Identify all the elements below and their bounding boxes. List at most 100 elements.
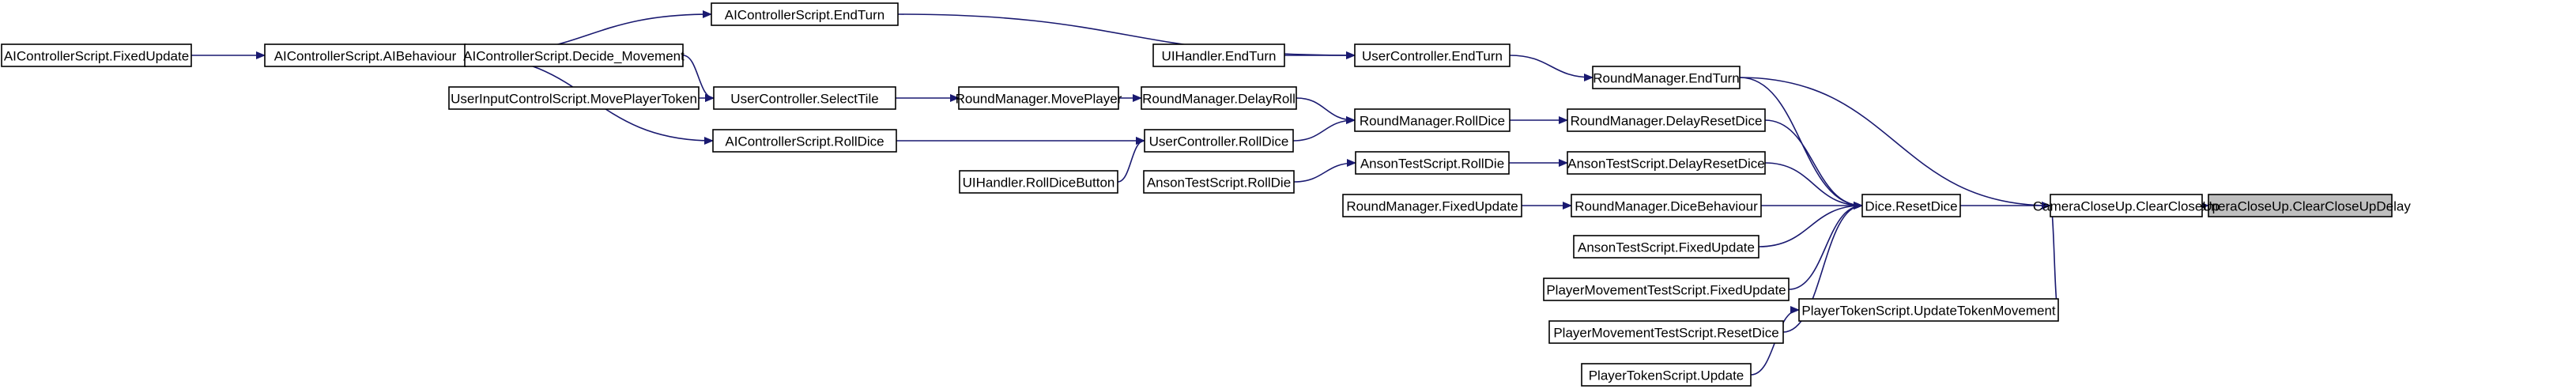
- node-box: [2050, 194, 2203, 217]
- graph-node[interactable]: RoundManager.DelayRoll: [1141, 86, 1297, 110]
- node-label: UserController.SelectTile: [730, 92, 878, 107]
- graph-node[interactable]: AIControllerScript.FixedUpdate: [1, 43, 192, 67]
- edge-n10-to-n3: [1788, 202, 1863, 290]
- graph-node-root[interactable]: CameraCloseUp.ClearCloseUpDelay: [2189, 194, 2411, 217]
- node-box: [959, 170, 1118, 194]
- edge-n4-to-n2: [2050, 202, 2060, 311]
- node-box: [1581, 363, 1752, 387]
- graph-node[interactable]: PlayerTokenScript.UpdateTokenMovement: [1798, 298, 2059, 322]
- edge-n11-to-n3: [1782, 202, 1863, 333]
- node-box: [1354, 43, 1511, 67]
- node-box: [713, 86, 896, 110]
- graph-node[interactable]: RoundManager.DelayResetDice: [1567, 108, 1766, 132]
- graph-node[interactable]: AIControllerScript.EndTurn: [711, 2, 899, 26]
- graph-node[interactable]: AnsonTestScript.FixedUpdate: [1573, 235, 1759, 259]
- graph-node[interactable]: UserInputControlScript.MovePlayerToken: [448, 86, 700, 110]
- node-box: [1143, 170, 1295, 194]
- node-box: [1144, 129, 1294, 153]
- graph-node[interactable]: AIControllerScript.RollDice: [712, 129, 897, 153]
- edge-n13-to-n5: [1509, 55, 1593, 81]
- nodes-layer: CameraCloseUp.ClearCloseUpDelayCameraClo…: [1, 2, 2411, 387]
- node-label: AIControllerScript.FixedUpdate: [4, 49, 189, 64]
- node-label: UserController.RollDice: [1149, 134, 1289, 149]
- graph-node[interactable]: UserController.SelectTile: [713, 86, 896, 110]
- graph-node[interactable]: PlayerMovementTestScript.FixedUpdate: [1543, 278, 1790, 301]
- graph-node[interactable]: CameraCloseUp.ClearCloseUp: [2033, 194, 2220, 217]
- edge-n6-to-n3: [1764, 119, 1863, 210]
- edges-layer: [191, 10, 2209, 376]
- node-label: AIControllerScript.Decide_Movement: [463, 49, 685, 64]
- node-box: [2208, 194, 2393, 217]
- node-label: RoundManager.RollDice: [1360, 114, 1505, 129]
- node-box: [1592, 66, 1741, 89]
- edge-n24-to-n20: [1117, 137, 1145, 183]
- node-label: AIControllerScript.AIBehaviour: [274, 49, 457, 64]
- node-label: UserInputControlScript.MovePlayerToken: [451, 92, 697, 107]
- graph-node[interactable]: PlayerMovementTestScript.ResetDice: [1548, 320, 1784, 344]
- node-label: PlayerMovementTestScript.ResetDice: [1553, 326, 1778, 341]
- node-label: UserController.EndTurn: [1362, 49, 1503, 64]
- node-label: AnsonTestScript.RollDie: [1360, 157, 1504, 172]
- graph-node[interactable]: AIControllerScript.Decide_Movement: [463, 43, 685, 67]
- edge-n7-to-n3: [1764, 162, 1863, 210]
- node-box: [1355, 151, 1510, 175]
- graph-node[interactable]: Dice.ResetDice: [1861, 194, 1961, 217]
- graph-node[interactable]: RoundManager.RollDice: [1354, 108, 1511, 132]
- node-label: UIHandler.RollDiceButton: [963, 176, 1115, 191]
- edge-n17-to-n13: [897, 13, 1356, 59]
- node-box: [1354, 108, 1511, 132]
- node-label: RoundManager.DiceBehaviour: [1575, 199, 1758, 214]
- node-label: CameraCloseUp.ClearCloseUpDelay: [2189, 199, 2411, 214]
- node-label: UIHandler.EndTurn: [1162, 49, 1277, 64]
- node-box: [1573, 235, 1759, 259]
- graph-node[interactable]: UIHandler.EndTurn: [1152, 43, 1285, 67]
- graph-node[interactable]: AIControllerScript.AIBehaviour: [264, 43, 466, 67]
- node-box: [264, 43, 466, 67]
- node-label: AnsonTestScript.DelayResetDice: [1567, 157, 1764, 172]
- edge-n19-to-n14: [1296, 97, 1356, 124]
- edge-n9-to-n3: [1758, 202, 1863, 247]
- node-box: [1571, 194, 1762, 217]
- graph-node[interactable]: AnsonTestScript.RollDie: [1355, 151, 1510, 175]
- node-box: [1567, 108, 1766, 132]
- node-box: [1548, 320, 1784, 344]
- node-label: PlayerTokenScript.UpdateTokenMovement: [1801, 304, 2056, 319]
- graph-node[interactable]: UIHandler.RollDiceButton: [959, 170, 1118, 194]
- node-box: [464, 43, 684, 67]
- graph-node[interactable]: AnsonTestScript.RollDie: [1143, 170, 1295, 194]
- node-label: CameraCloseUp.ClearCloseUp: [2033, 199, 2220, 214]
- edge-n20-to-n14: [1292, 116, 1356, 142]
- node-box: [1141, 86, 1297, 110]
- node-box: [1861, 194, 1961, 217]
- node-box: [1567, 151, 1766, 175]
- graph-node[interactable]: PlayerTokenScript.Update: [1581, 363, 1752, 387]
- node-box: [711, 2, 899, 26]
- edge-n21-to-n15: [1293, 159, 1356, 183]
- graph-node[interactable]: RoundManager.FixedUpdate: [1342, 194, 1522, 217]
- graph-node[interactable]: UserController.EndTurn: [1354, 43, 1511, 67]
- node-box: [1543, 278, 1790, 301]
- node-label: RoundManager.DelayRoll: [1142, 92, 1296, 107]
- graph-node[interactable]: RoundManager.MovePlayer: [956, 86, 1122, 110]
- node-box: [712, 129, 897, 153]
- node-box: [1, 43, 192, 67]
- node-label: Dice.ResetDice: [1865, 199, 1957, 214]
- node-label: RoundManager.MovePlayer: [956, 92, 1122, 107]
- node-label: RoundManager.EndTurn: [1593, 71, 1740, 86]
- node-label: AnsonTestScript.FixedUpdate: [1578, 240, 1755, 255]
- graph-node[interactable]: RoundManager.DiceBehaviour: [1571, 194, 1762, 217]
- node-box: [1342, 194, 1522, 217]
- graph-node[interactable]: UserController.RollDice: [1144, 129, 1294, 153]
- node-label: PlayerMovementTestScript.FixedUpdate: [1546, 283, 1786, 298]
- graph-node[interactable]: AnsonTestScript.DelayResetDice: [1567, 151, 1766, 175]
- node-label: AIControllerScript.RollDice: [725, 134, 884, 149]
- graph-node[interactable]: RoundManager.EndTurn: [1592, 66, 1741, 89]
- node-box: [958, 86, 1119, 110]
- node-label: PlayerTokenScript.Update: [1589, 368, 1744, 383]
- node-label: RoundManager.FixedUpdate: [1346, 199, 1518, 214]
- edge-n5-to-n2: [1739, 77, 2051, 210]
- node-label: AIControllerScript.EndTurn: [725, 8, 885, 23]
- node-box: [1798, 298, 2059, 322]
- node-label: RoundManager.DelayResetDice: [1571, 114, 1763, 129]
